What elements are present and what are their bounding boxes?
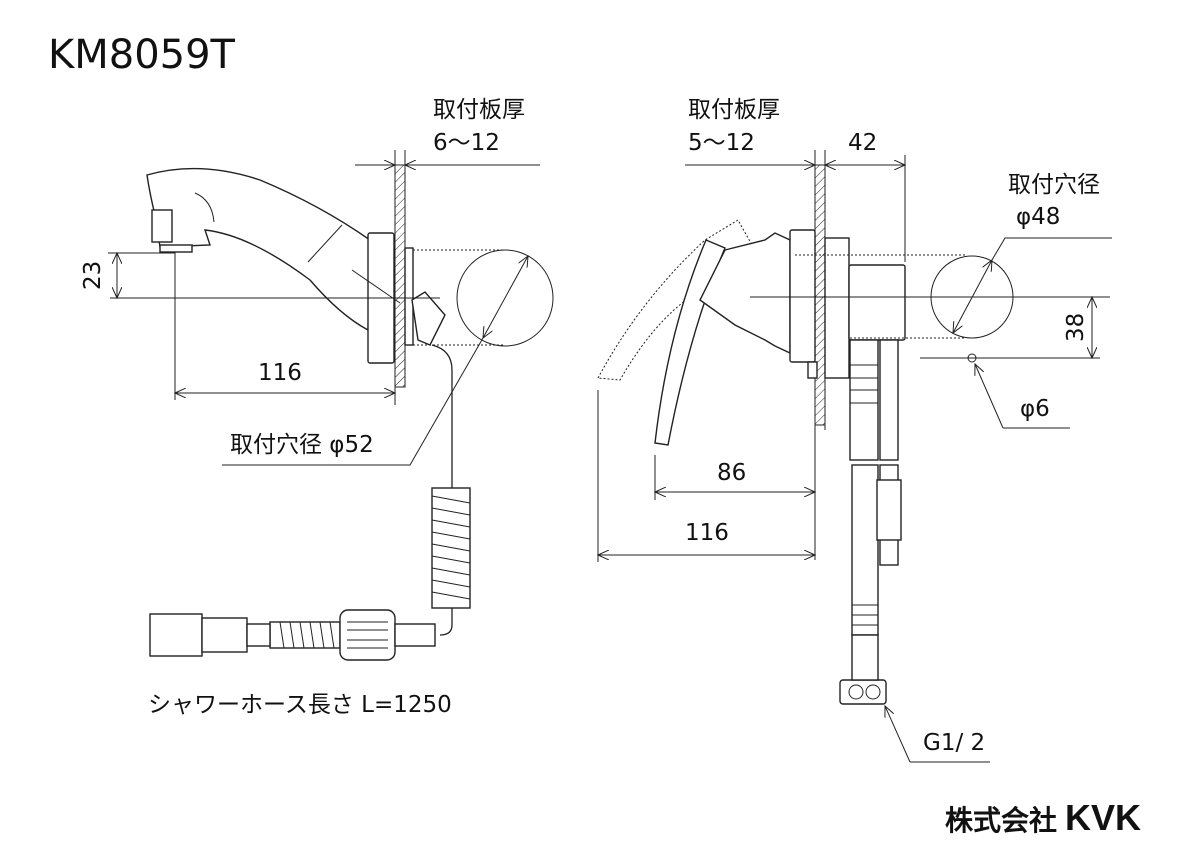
reach-dim-116: 116 (258, 360, 302, 386)
pin-hole-circle (967, 353, 977, 363)
base-flange (789, 229, 816, 363)
check-valve (876, 479, 902, 541)
depth-dim-42: 42 (848, 130, 877, 156)
hole-diameter-label: 取付穴径 φ52 (230, 432, 374, 458)
logo-company: 株式会社 (945, 804, 1057, 837)
pin-dim: φ6 (1020, 396, 1050, 422)
hole-diameter-label: 取付穴径 (1008, 172, 1100, 198)
plate-thickness-label: 取付板厚 (433, 97, 525, 123)
hose-outlet (411, 291, 446, 346)
model-title: KM8059T (48, 32, 236, 78)
thread-label: G1/ 2 (923, 730, 985, 756)
spout-head (151, 209, 173, 243)
locknut (404, 247, 414, 346)
hole-diameter-value: φ48 (1016, 204, 1060, 230)
spout-nozzle (159, 244, 193, 253)
hole-diameter-circle (930, 255, 1014, 339)
hose-end-fitting (149, 613, 203, 657)
logo-brand: KVK (1065, 797, 1141, 838)
hose-joint (394, 623, 436, 647)
hole-diameter-circle (456, 249, 554, 347)
hose-connector (339, 609, 396, 661)
locknut (824, 237, 850, 379)
supply-hose (879, 339, 899, 461)
plate-thickness-value: 5～12 (688, 130, 755, 156)
hose-coil (431, 487, 471, 609)
plate-thickness-label: 取付板厚 (688, 97, 780, 123)
kvk-logo: 株式会社 KVK (945, 797, 1141, 838)
lever-dim-86: 86 (717, 460, 746, 486)
right-side-view: 取付板厚 5～12 42 取付穴径 φ48 (598, 97, 1112, 763)
body-cylinder (848, 264, 906, 341)
mounting-plate-section (814, 164, 826, 426)
left-side-view: 取付板厚 6～12 23 116 取付穴径 φ52 (80, 97, 554, 718)
offset-dim-38: 38 (1063, 313, 1089, 342)
hose-length-label: シャワーホース長さ L=1250 (148, 692, 452, 718)
height-dim-23: 23 (80, 261, 106, 290)
plate-thickness-value: 6～12 (433, 130, 500, 156)
supply-hose (849, 339, 879, 461)
mounting-plate-section (394, 164, 406, 388)
reach-dim-116: 116 (685, 520, 729, 546)
valve-body (699, 232, 791, 355)
